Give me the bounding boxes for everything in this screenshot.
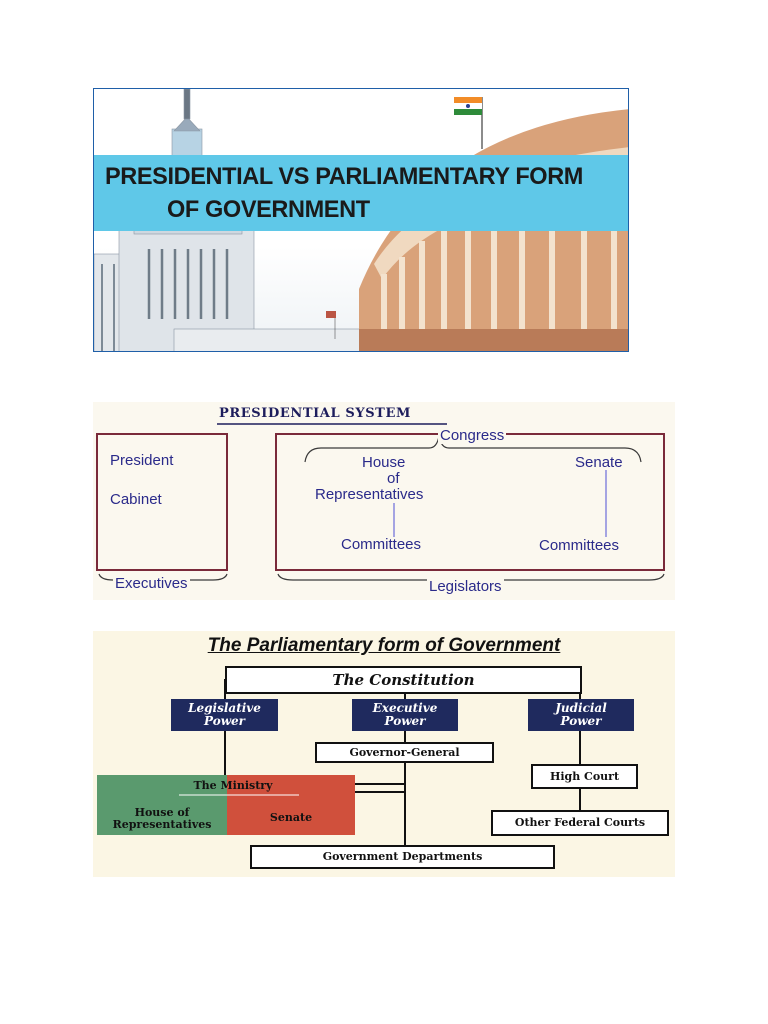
banner-title-line1: PRESIDENTIAL VS PARLIAMENTARY FORM <box>105 163 584 190</box>
legislators-label: Legislators <box>427 578 504 595</box>
presidential-system-diagram: PRESIDENTIAL SYSTEM President Cabinet Ex… <box>93 402 675 600</box>
executives-label: Executives <box>113 575 190 592</box>
senate-committees-label: Committees <box>539 537 620 554</box>
legislative-power-line1: Legislative <box>188 701 261 715</box>
judicial-power-line2: Power <box>560 714 602 728</box>
presidential-system-title: PRESIDENTIAL SYSTEM <box>219 406 411 421</box>
parliamentary-form-diagram: The Parliamentary form of Government The… <box>93 631 675 877</box>
high-court-box: High Court <box>531 764 638 789</box>
ministry-senate-label: Senate <box>269 811 313 824</box>
constitution-box: The Constitution <box>225 666 582 694</box>
ministry-label: The Ministry <box>193 779 273 792</box>
executive-power-box: Executive Power <box>352 699 458 731</box>
cabinet-label: Cabinet <box>110 491 162 508</box>
house-label-line3: Representatives <box>315 486 424 503</box>
banner-image: PRESIDENTIAL VS PARLIAMENTARY FORM OF GO… <box>93 88 629 352</box>
governor-general-box: Governor-General <box>315 742 494 763</box>
banner-title-strip: PRESIDENTIAL VS PARLIAMENTARY FORM OF GO… <box>94 155 628 231</box>
house-label-line1: House <box>362 454 406 471</box>
house-of-reps-line1: House of <box>134 806 190 819</box>
parliamentary-diagram-lines <box>97 679 581 846</box>
senate-label: Senate <box>575 454 623 471</box>
government-departments-box: Government Departments <box>250 845 555 869</box>
house-label-line2: of <box>387 470 400 487</box>
legislative-power-box: Legislative Power <box>171 699 278 731</box>
executive-power-line2: Power <box>384 714 426 728</box>
congress-label: Congress <box>438 427 507 444</box>
banner-title-line2: OF GOVERNMENT <box>167 196 370 223</box>
judicial-power-box: Judicial Power <box>528 699 634 731</box>
president-label: President <box>110 452 174 469</box>
house-of-reps-line2: Representatives <box>112 818 212 831</box>
judicial-power-line1: Judicial <box>555 701 607 715</box>
executive-power-line1: Executive <box>372 701 438 715</box>
other-federal-courts-box: Other Federal Courts <box>491 810 669 836</box>
house-committees-label: Committees <box>341 536 422 553</box>
parliamentary-heading: The Parliamentary form of Government <box>207 635 561 656</box>
legislative-power-line2: Power <box>204 714 245 728</box>
